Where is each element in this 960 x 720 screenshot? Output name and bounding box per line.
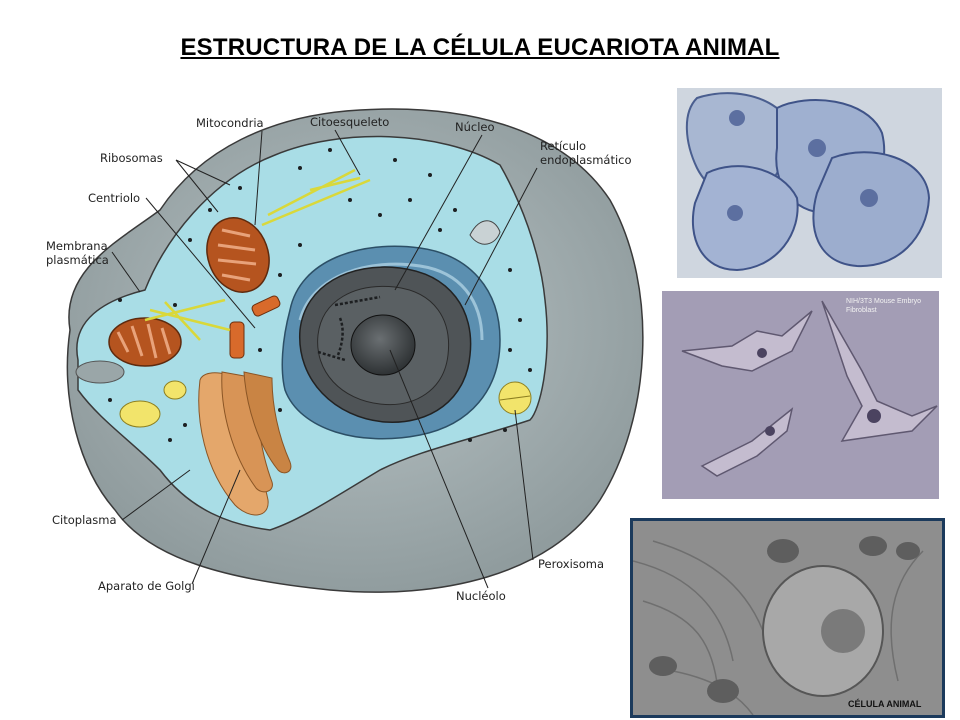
membrane-pore — [469, 220, 501, 245]
label-membrana-1: Membrana — [46, 239, 108, 253]
cytoskeleton-lower — [144, 298, 231, 341]
label-mitocondria: Mitocondria — [196, 116, 264, 130]
mitochondrion-lower — [108, 317, 182, 367]
vesicle-grey — [75, 360, 125, 384]
label-membrana-2: plasmática — [46, 253, 109, 267]
nucleolus — [350, 314, 416, 376]
label-centriolo: Centriolo — [88, 191, 140, 205]
label-nucleo: Núcleo — [455, 120, 495, 134]
golgi-apparatus — [198, 371, 292, 516]
leader-lines — [111, 129, 538, 589]
photo-electron-micrograph: CÉLULA ANIMAL — [630, 518, 945, 718]
label-ribosomas: Ribosomas — [100, 151, 163, 165]
mitochondrion-upper — [206, 217, 270, 293]
centriole-a — [251, 295, 281, 317]
label-peroxisoma: Peroxisoma — [538, 557, 604, 571]
label-aparato-golgi: Aparato de Golgi — [98, 579, 195, 593]
label-reticulo-1: Retículo — [540, 139, 586, 153]
photo-epithelial-cells — [677, 88, 942, 278]
vesicle-left-b — [163, 380, 187, 400]
cytoskeleton-upper — [261, 168, 371, 227]
ribosomes — [108, 148, 532, 442]
label-reticulo-2: endoplasmático — [540, 153, 632, 167]
label-citoplasma: Citoplasma — [52, 513, 117, 527]
centriole-b — [229, 321, 245, 359]
photo-fibroblasts: NIH/3T3 Mouse Embryo Fibroblast — [662, 291, 939, 499]
label-citoesqueleto: Citoesqueleto — [310, 115, 389, 129]
label-nucleolo: Nucléolo — [456, 589, 506, 603]
vesicle-left-a — [119, 400, 161, 428]
fibroblast-caption-2: Fibroblast — [846, 307, 877, 314]
em-caption: CÉLULA ANIMAL — [848, 699, 922, 709]
page-title: ESTRUCTURA DE LA CÉLULA EUCARIOTA ANIMAL — [180, 34, 780, 61]
fibroblast-caption-1: NIH/3T3 Mouse Embryo — [846, 298, 921, 305]
chromatin — [317, 295, 381, 362]
